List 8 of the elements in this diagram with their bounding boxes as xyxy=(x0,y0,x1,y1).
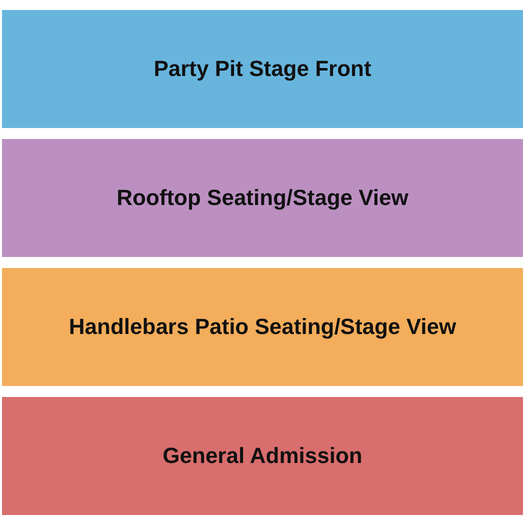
seating-section xyxy=(2,139,523,257)
section-label: General Admission xyxy=(162,442,364,470)
section-label: Rooftop Seating/Stage View xyxy=(116,184,410,212)
seating-section xyxy=(2,268,523,386)
section-label: Party Pit Stage Front xyxy=(152,56,372,82)
seating-section xyxy=(2,397,523,515)
section-label: Handlebars Patio Seating/Stage View xyxy=(68,314,458,340)
seating-section xyxy=(2,10,523,128)
